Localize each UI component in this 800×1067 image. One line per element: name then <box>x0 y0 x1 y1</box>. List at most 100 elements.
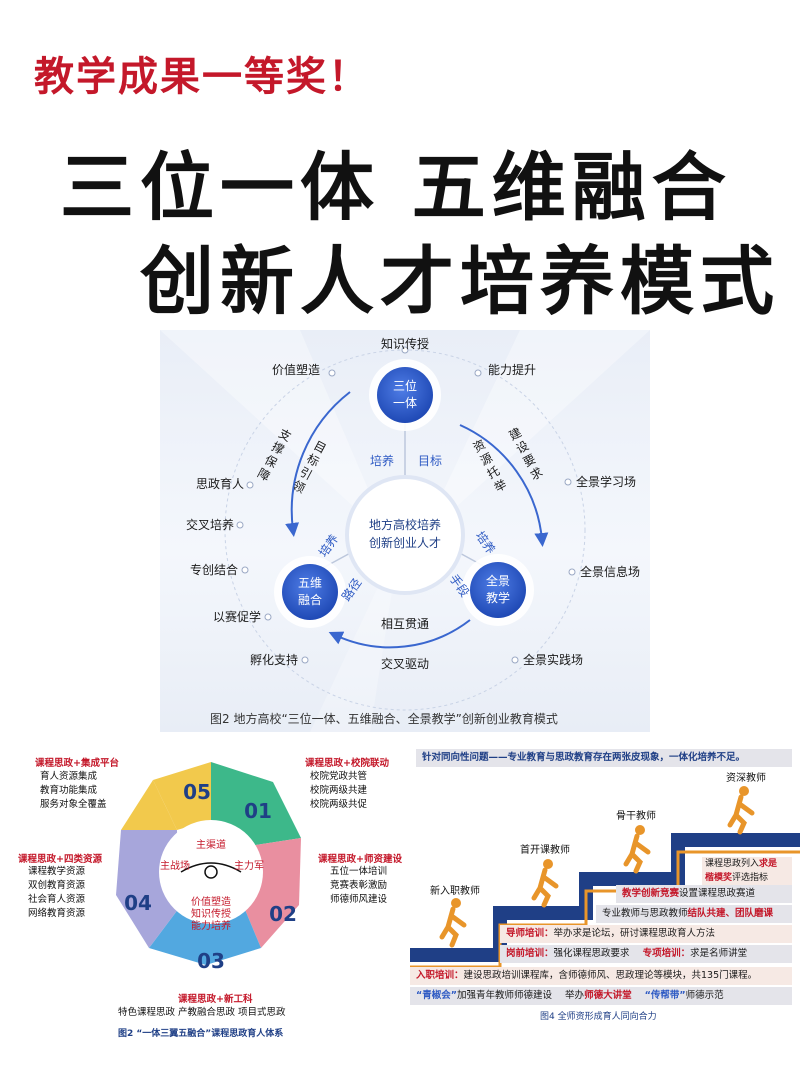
row-team-building: 专业教师与思政教师结队共建、团队磨课 <box>596 905 792 923</box>
ring-dot <box>568 568 576 576</box>
segment-label-01: 01 <box>244 799 272 823</box>
inner-label-main-channel: 主渠道 <box>196 838 226 851</box>
outer-label-left-2: 思政育人 <box>196 476 244 491</box>
row-highlight: 结队共建、团队磨课 <box>687 908 774 919</box>
figure1-caption: 图2 地方高校“三位一体、五维融合、全景教学”创新创业教育模式 <box>210 712 558 726</box>
outer-label-left-4: 专创结合 <box>190 562 238 577</box>
box-highlight: 求是 <box>759 859 778 869</box>
staircase-top-bar: 针对同向性问题——专业教育与思政教育存在两张皮现象，一体化培养不足。 <box>416 749 792 767</box>
ring-dot <box>564 478 572 486</box>
l-item: 双创教育资源 <box>28 880 86 891</box>
r-item: 五位一体培训 <box>330 866 388 877</box>
r-item: 竞赛表彰激励 <box>330 880 388 891</box>
model-diagram-panel: 三位 一体 五维 融合 全景 教学 地方高校培养 创新创业人才 培养 目标 培养… <box>160 330 650 732</box>
row-text: 师德示范 <box>685 990 724 1001</box>
node-top-text-2: 一体 <box>393 396 417 410</box>
row-highlight: 专项培训： <box>642 948 691 959</box>
label-peiyang-right: 培养 <box>473 528 499 556</box>
box-text: 课程思政列入 <box>705 859 760 869</box>
outer-label-right-3: 全景信息场 <box>580 564 640 579</box>
row-preservice-training: 岗前培训：强化课程思政要求 专项培训：求是名师讲堂 <box>500 945 792 963</box>
outer-label-left-6: 孵化支持 <box>250 652 298 667</box>
ideology-system-figure: 05 01 02 03 04 主渠道 主战场 主力军 价值塑造 知识传授 能力培… <box>0 745 405 1067</box>
l-item: 网络教育资源 <box>28 908 86 919</box>
arc-arrow-right <box>459 424 549 547</box>
outer-label-right-4: 全景实践场 <box>523 652 583 667</box>
row-text: 建设思政培训课程库，含师德师风、思政理论等模块，共135门课程。 <box>463 970 758 981</box>
l-item: 课程教学资源 <box>28 866 86 877</box>
main-title-line2: 创新人才培养模式 <box>140 239 780 325</box>
row-text: 举办 <box>565 990 585 1001</box>
tl-item: 教育功能集成 <box>40 785 98 796</box>
segment-05-tail <box>121 780 177 830</box>
label-peiyang-left: 培养 <box>315 531 341 559</box>
stage-first-course: 首开课教师 <box>520 845 570 856</box>
runner-icon <box>543 859 553 869</box>
node-right-text-2: 教学 <box>486 590 510 605</box>
tr-item: 校院党政共管 <box>310 771 368 782</box>
runner-icons <box>439 786 755 948</box>
row-highlight: “传帮带” <box>644 990 686 1001</box>
stage-new-teacher: 新入职教师 <box>430 886 480 897</box>
label-jiaocha-qudong: 交叉驱动 <box>381 656 429 671</box>
stage-senior: 资深教师 <box>726 773 766 784</box>
row-highlight: 师德大讲堂 <box>584 990 632 1001</box>
node-left-text-2: 融合 <box>298 592 322 607</box>
figure3-caption: 图4 全师资形成育人同向合力 <box>540 1012 657 1022</box>
ring-dot <box>511 656 519 664</box>
tr-item: 校院两级共促 <box>310 799 368 810</box>
row-highlight: 导师培训： <box>506 928 554 939</box>
runner-icon <box>739 786 749 796</box>
teacher-staircase-figure: 针对同向性问题——专业教育与思政教育存在两张皮现象，一体化培养不足。 新入职教师… <box>408 745 800 1067</box>
ring-dot <box>328 369 336 377</box>
segment-01 <box>211 762 301 846</box>
box-highlight: 楷模奖 <box>705 873 733 883</box>
evaluation-box: 课程思政列入求是 楷模奖评选指标 <box>702 857 792 885</box>
ring-dot <box>401 346 409 354</box>
segment-05 <box>153 762 211 830</box>
segment-label-05: 05 <box>183 780 211 804</box>
tr-item: 校院两级共建 <box>310 785 368 796</box>
row-highlight: 教学创新竞赛 <box>622 888 680 899</box>
row-highlight: 入职培训： <box>416 970 464 981</box>
l-item: 社会育人资源 <box>28 894 86 905</box>
tr-items: 校院党政共管 校院两级共建 校院两级共促 <box>310 770 367 812</box>
light-ray <box>160 330 390 540</box>
row-highlight: “青椒会” <box>416 990 457 1001</box>
r-title: 课程思政+师资建设 <box>318 854 402 865</box>
inner-label-main-field: 主战场 <box>160 859 190 872</box>
row-text: 设置课程思政赛道 <box>679 888 756 899</box>
tl-item: 育人资源集成 <box>40 771 98 782</box>
label-peiyang-top: 培养 <box>370 453 394 468</box>
model-diagram-svg: 三位 一体 五维 融合 全景 教学 地方高校培养 创新创业人才 培养 目标 培养… <box>160 330 650 732</box>
l-title: 课程思政+四类资源 <box>18 854 102 865</box>
row-text: 举办求是论坛，研讨课程思政育人方法 <box>553 928 716 939</box>
box-text: 评选指标 <box>732 873 769 883</box>
ring-dot <box>236 521 244 529</box>
label-mubiao: 目标 <box>418 454 442 468</box>
outer-label-left-3: 交叉培养 <box>186 517 234 532</box>
center-text-1: 地方高校培养 <box>369 517 441 532</box>
outer-label-top: 知识传授 <box>381 336 429 351</box>
ring-dot <box>246 481 254 489</box>
inner-value-3: 能力培养 <box>191 919 231 932</box>
node-top-text-1: 三位 <box>393 378 417 393</box>
tl-item: 服务对象全覆盖 <box>40 799 107 810</box>
tl-items: 育人资源集成 教育功能集成 服务对象全覆盖 <box>40 770 107 812</box>
ring-dot <box>264 613 272 621</box>
outer-label-right-1: 能力提升 <box>488 362 536 377</box>
wheel-svg: 05 01 02 03 04 主渠道 主战场 主力军 价值塑造 知识传授 能力培… <box>116 762 301 973</box>
center-text-2: 创新创业人才 <box>369 535 441 550</box>
arc-arrow-bottom <box>328 619 471 649</box>
row-induction-training: 入职培训：建设思政培训课程库，含师德师风、思政理论等模块，共135门课程。 <box>410 967 792 985</box>
airplane-icon-body <box>204 865 218 879</box>
inner-value-1: 价值塑造 <box>191 895 231 908</box>
ring-dot <box>301 656 309 664</box>
node-five-dim <box>282 564 338 620</box>
row-text: 加强青年教师师德建设 <box>457 990 553 1001</box>
l-items: 课程教学资源 双创教育资源 社会育人资源 网络教育资源 <box>28 865 85 921</box>
runner-icon <box>635 825 645 835</box>
node-three-in-one <box>377 367 433 423</box>
row-text: 专业教师与思政教师 <box>602 908 688 919</box>
r-items: 五位一体培训 竞赛表彰激励 师德师风建设 <box>330 865 387 907</box>
